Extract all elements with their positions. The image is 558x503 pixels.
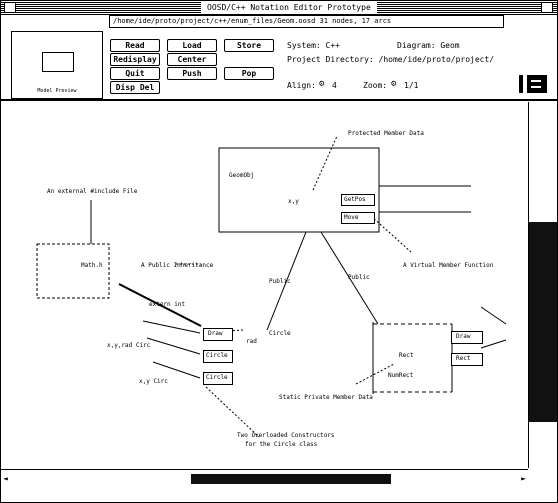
- zoom-gear-icon[interactable]: ⚙: [391, 79, 397, 89]
- public-label-left: Public: [269, 278, 291, 285]
- logo-icon: [519, 75, 547, 93]
- member-box-circle-2[interactable]: Circle: [203, 372, 233, 385]
- load-button[interactable]: Load: [167, 39, 217, 52]
- member-box-move[interactable]: Move: [341, 212, 375, 224]
- horizontal-scroll-thumb[interactable]: [191, 474, 391, 484]
- member-box-getpos[interactable]: GetPos: [341, 194, 375, 206]
- disp-del-button[interactable]: Disp Del: [110, 81, 160, 94]
- align-gear-icon[interactable]: ⚙: [319, 79, 325, 89]
- circle-class-label: Circle: [269, 330, 291, 337]
- diagram-canvas[interactable]: Protected Member Data GeomObj x,y GetPos…: [1, 102, 527, 468]
- toolbar-divider: [1, 99, 557, 101]
- overloaded-label-2: for the Circle class: [245, 441, 318, 448]
- extern-int-label: extern int: [149, 301, 186, 308]
- project-directory-label: Project Directory: /home/ide/proto/proje…: [287, 55, 495, 64]
- protected-member-label: Protected Member Data: [348, 130, 424, 137]
- push-button[interactable]: Push: [167, 67, 217, 80]
- vertical-scroll-thumb[interactable]: [529, 222, 557, 422]
- math-header-label: Math.h: [81, 262, 103, 269]
- diagram-connectors: [36, 135, 507, 438]
- zoom-label: Zoom:: [363, 81, 388, 90]
- read-button[interactable]: Read: [110, 39, 160, 52]
- zoom-value[interactable]: 1/1: [404, 81, 419, 90]
- preview-caption: Model Preview: [37, 88, 77, 94]
- numrect-label: NumRect: [388, 372, 414, 379]
- overloaded-label-1: Two Overloaded Constructors: [237, 432, 335, 439]
- member-box-rect-draw[interactable]: Draw: [451, 331, 483, 344]
- quit-button[interactable]: Quit: [110, 67, 160, 80]
- system-label: System: C++: [287, 41, 340, 50]
- module-name-label: GeomObj: [229, 172, 255, 179]
- rad-label: rad: [246, 338, 257, 345]
- member-box-draw[interactable]: Draw: [203, 328, 233, 341]
- public-inheritance-label: A Public Inheritance: [141, 262, 214, 269]
- preview-rect-icon: [42, 52, 74, 72]
- center-button[interactable]: Center: [167, 53, 217, 66]
- diagram-label: Diagram: Geom: [397, 41, 460, 50]
- title-bar[interactable]: OOSD/C++ Notation Editor Prototype: [1, 1, 557, 15]
- store-button[interactable]: Store: [224, 39, 274, 52]
- diagram-preview: Model Preview: [11, 31, 103, 99]
- horizontal-scrollbar[interactable]: ◄ ►: [1, 469, 528, 488]
- xyrad-label: x,y,rad Circ: [107, 342, 151, 349]
- rect-class-label: Rect: [399, 352, 414, 359]
- member-box-rect[interactable]: Rect: [451, 353, 483, 366]
- pop-button[interactable]: Pop: [224, 67, 274, 80]
- xy-circ-label: x,y Circ: [139, 378, 168, 385]
- scroll-right-icon[interactable]: ►: [521, 474, 526, 483]
- virtual-function-label: A Virtual Member Function: [403, 262, 494, 269]
- window-resize-button[interactable]: [541, 2, 553, 13]
- xy-label: x,y: [288, 198, 299, 205]
- scroll-left-icon[interactable]: ◄: [3, 474, 8, 483]
- file-path-field[interactable]: /home/ide/proto/project/c++/enum_files/G…: [109, 15, 504, 28]
- member-box-circle-1[interactable]: Circle: [203, 350, 233, 363]
- align-label: Align:: [287, 81, 316, 90]
- static-private-label: Static Private Member Data: [279, 394, 373, 401]
- align-value[interactable]: 4: [332, 81, 337, 90]
- public-label-right: Public: [348, 274, 370, 281]
- vertical-scrollbar[interactable]: [528, 102, 557, 468]
- redisplay-button[interactable]: Redisplay: [110, 53, 160, 66]
- external-include-label: An external #include File: [47, 188, 138, 195]
- window-menu-button[interactable]: [4, 2, 16, 13]
- window-title: OOSD/C++ Notation Editor Prototype: [201, 1, 377, 14]
